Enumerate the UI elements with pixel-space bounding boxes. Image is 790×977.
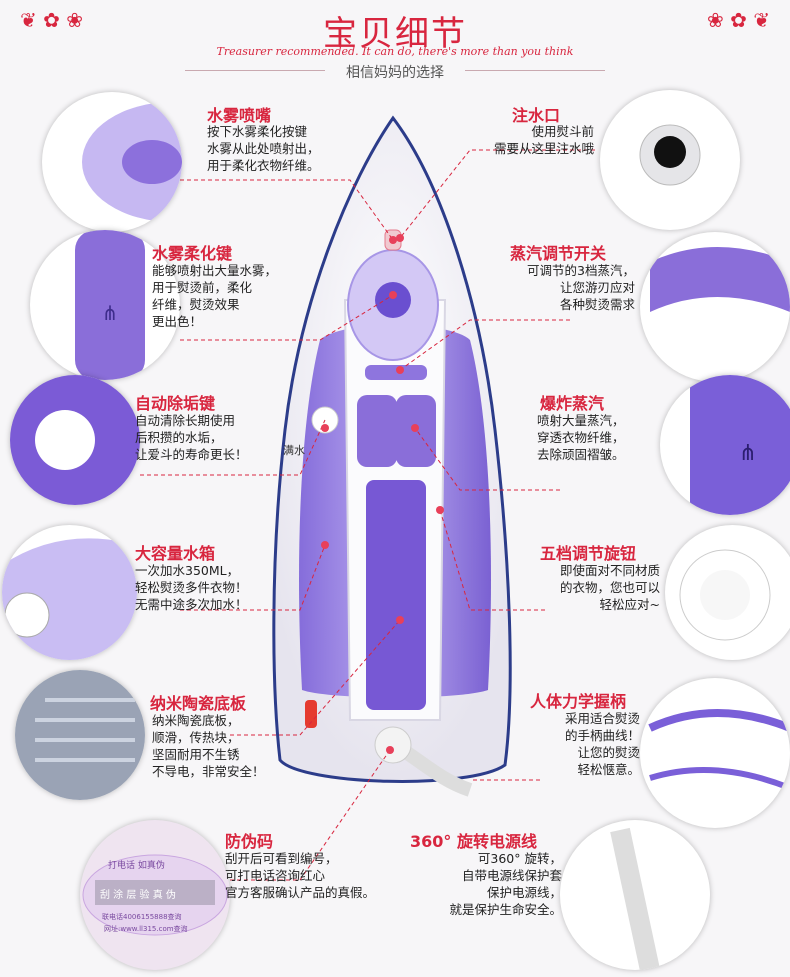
- feature-desc: 一次加水350ML，轻松熨烫多件衣物！无需中途多次加水！: [135, 563, 248, 612]
- divider: [465, 70, 605, 71]
- anti-fake-middle-text: 刮 涂 层 验 真 伪: [100, 890, 176, 901]
- anti-fake-top-text: 打电话 如真伪: [108, 861, 165, 871]
- feature-title: 360° 旋转电源线: [410, 832, 537, 851]
- feature-desc: 按下水雾柔化按键水雾从此处喷射出，用于柔化衣物纤维。: [207, 124, 320, 173]
- feature-title: 自动除垢键: [135, 394, 216, 413]
- spray-nozzle-photo: [42, 92, 182, 232]
- feature-desc: 自动清除长期使用后积攒的水垢，让爱斗的寿命更长！: [135, 413, 248, 462]
- feature-title: 防伪码: [225, 832, 274, 851]
- temp-knob-photo: [665, 525, 790, 660]
- anti-fake-phone-text: 联电话4006155888查询: [102, 913, 182, 921]
- feature-title: 大容量水箱: [135, 544, 216, 563]
- page-subtitle-en: Treasurer recommended. It can do, there'…: [216, 45, 574, 58]
- feature-desc: 可360° 旋转，自带电源线保护套保护电源线，就是保护生命安全。: [449, 851, 562, 917]
- floral-ornament-left-icon: ❦ ✿ ❀: [20, 8, 83, 32]
- iron-label: 满水: [283, 444, 305, 457]
- soleplate-photo: [15, 670, 145, 800]
- spray-button-photo: ⋔: [30, 230, 180, 380]
- self-clean-photo: [10, 375, 140, 505]
- page-subtitle-cn: 相信妈妈的选择: [346, 65, 444, 81]
- feature-title: 五档调节旋钮: [540, 544, 637, 563]
- anti-fake-bottom-text: 网址:www.ll315.com查询: [104, 925, 188, 933]
- water-tank-photo: [2, 525, 137, 660]
- feature-desc: 纳米陶瓷底板，顺滑，传热块，坚固耐用不生锈不导电，非常安全！: [152, 713, 265, 779]
- divider: [185, 70, 325, 71]
- feature-desc: 喷射大量蒸汽，穿透衣物纤维，去除顽固褶皱。: [537, 413, 625, 462]
- svg-text:⋔: ⋔: [739, 441, 757, 466]
- anti-fake-photo: 打电话 如真伪 刮 涂 层 验 真 伪 联电话4006155888查询 网址:w…: [80, 820, 230, 970]
- page-title: 宝贝细节: [323, 14, 467, 54]
- header: ❦ ✿ ❀ ❀ ✿ ❦ 宝贝细节 Treasurer recommended. …: [0, 0, 790, 95]
- feature-title: 注水口: [512, 106, 561, 125]
- feature-title: 水雾喷嘴: [207, 106, 272, 125]
- feature-desc: 能够喷射出大量水雾，用于熨烫前，柔化纤维，熨烫效果更出色！: [152, 263, 278, 329]
- swivel-cord-photo: [560, 820, 710, 970]
- water-inlet-photo: [600, 90, 740, 230]
- feature-desc: 可调节的3档蒸汽，让您游刃应对各种熨烫需求: [527, 263, 635, 312]
- feature-desc: 使用熨斗前需要从这里注水哦: [493, 124, 594, 156]
- feature-desc: 即使面对不同材质的衣物，您也可以轻松应对~: [559, 563, 660, 612]
- handle-photo: [640, 678, 790, 828]
- floral-ornament-right-icon: ❀ ✿ ❦: [707, 8, 770, 32]
- svg-text:⋔: ⋔: [102, 301, 119, 325]
- feature-title: 蒸汽调节开关: [510, 244, 607, 263]
- feature-title: 人体力学握柄: [530, 692, 627, 711]
- burst-steam-photo: ⋔: [660, 375, 790, 515]
- feature-desc: 刮开后可看到编号，可打电话咨询红心官方客服确认产品的真假。: [225, 851, 376, 900]
- feature-title: 水雾柔化键: [152, 244, 233, 263]
- feature-title: 纳米陶瓷底板: [150, 694, 247, 713]
- feature-title: 爆炸蒸汽: [540, 394, 605, 413]
- feature-desc: 采用适合熨烫的手柄曲线！让您的熨烫轻松惬意。: [564, 711, 640, 777]
- steam-switch-photo: [640, 232, 790, 382]
